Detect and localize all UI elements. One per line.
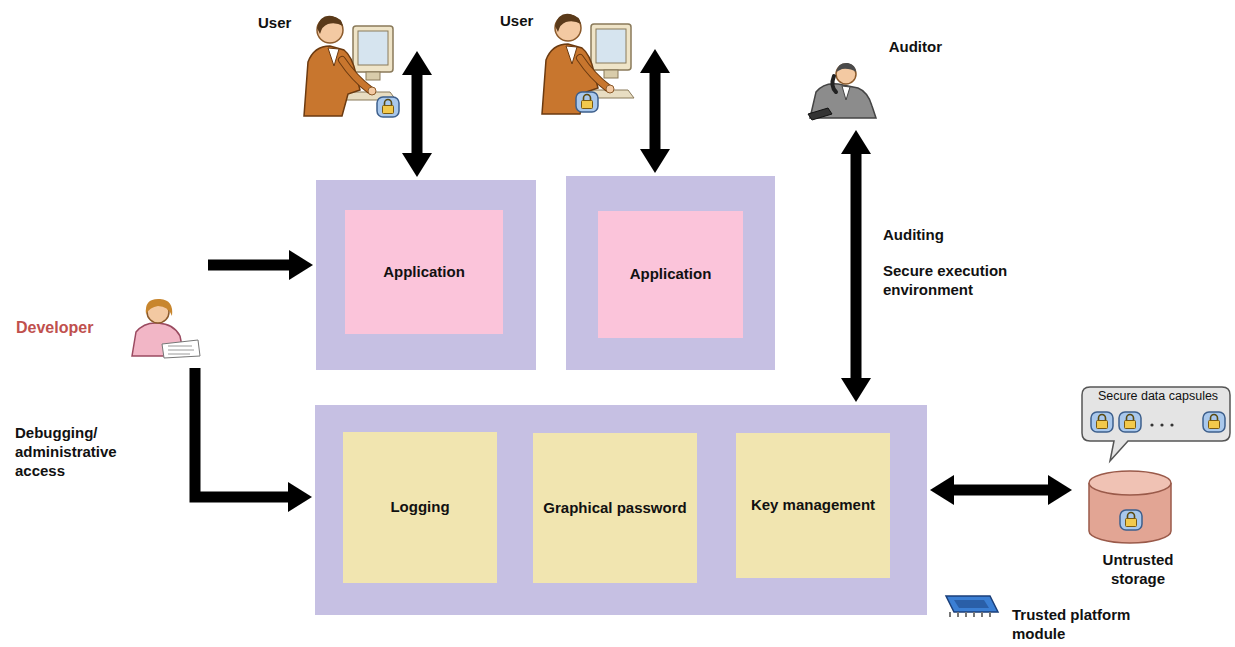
callout-outline xyxy=(1082,387,1230,461)
annotation-label: Auditing xyxy=(883,226,1033,245)
developer: Developer xyxy=(8,240,205,365)
thick-arrow xyxy=(851,154,862,378)
service-box: Graphical password xyxy=(533,433,697,583)
execution-frame: Application xyxy=(316,180,536,370)
auditor-figure xyxy=(808,63,876,120)
ellipsis-dot xyxy=(1150,423,1153,426)
auditor: Auditor xyxy=(800,32,950,127)
thick-arrow xyxy=(412,75,423,153)
node-text: Auditor xyxy=(808,38,942,57)
service-box: Key management xyxy=(736,433,890,578)
node-text: Secure data capsules xyxy=(1086,389,1230,405)
lock-icon xyxy=(1091,412,1113,432)
tpm-chip xyxy=(946,596,998,617)
thick-arrow xyxy=(208,260,289,271)
platform-frame: Logging Graphical password Key management xyxy=(315,405,927,615)
application-box: Application xyxy=(345,210,503,334)
cylinder-outline xyxy=(1085,467,1175,547)
service-box: Logging xyxy=(343,432,497,583)
lock-icon xyxy=(377,97,399,117)
cylinder-top xyxy=(1089,471,1171,495)
execution-frame: Application xyxy=(566,176,775,370)
lock-icon xyxy=(576,92,598,112)
thick-arrow xyxy=(195,368,288,497)
user: User xyxy=(250,8,435,48)
storage-cylinder: Untrusted storage xyxy=(1075,465,1201,595)
thick-arrow xyxy=(650,73,661,149)
node-text: User xyxy=(500,12,664,31)
developer-figure xyxy=(132,299,200,358)
node-text: Application xyxy=(383,263,465,282)
node-text: Graphical password xyxy=(543,499,686,518)
lock-icon xyxy=(1120,510,1142,530)
ellipsis-dot xyxy=(1170,423,1173,426)
annotation-label: Trusted platform module xyxy=(1012,606,1132,644)
user-figure xyxy=(542,14,634,114)
annotation-label: Secure execution environment xyxy=(883,262,1048,300)
data-capsule-callout: Secure data capsules xyxy=(1080,385,1235,447)
lock-icon xyxy=(1119,412,1141,432)
thick-arrow xyxy=(954,485,1048,496)
node-text: User xyxy=(258,14,427,33)
node-text: Developer xyxy=(16,318,197,338)
application-box: Application xyxy=(598,211,743,338)
node-text: Key management xyxy=(751,496,875,515)
node-text: Untrusted storage xyxy=(1075,465,1201,589)
node-text: Logging xyxy=(390,498,449,517)
lock-icon xyxy=(1203,412,1225,432)
user: User xyxy=(492,6,672,46)
node-text: Application xyxy=(630,265,712,284)
edge-label: Debugging/ administrative access xyxy=(15,424,165,480)
ellipsis-dot xyxy=(1160,423,1163,426)
